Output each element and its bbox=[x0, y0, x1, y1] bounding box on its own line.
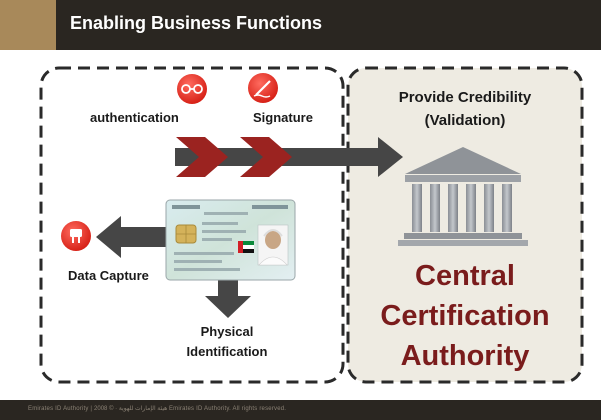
data-capture-arrow bbox=[96, 216, 168, 258]
authority-panel bbox=[346, 66, 584, 384]
credibility-heading: Provide Credibility (Validation) bbox=[358, 86, 572, 132]
physical-line: Physical bbox=[200, 324, 254, 339]
authority-line-authority: Authority bbox=[400, 340, 530, 372]
provide-credibility-line: Provide Credibility bbox=[398, 89, 532, 106]
plug-badge-icon bbox=[61, 221, 91, 251]
chevron-authentication bbox=[176, 137, 228, 177]
data-capture-label: Data Capture bbox=[68, 268, 149, 283]
slide-title: Enabling Business Functions bbox=[70, 13, 323, 33]
identification-line: Identification bbox=[186, 344, 268, 359]
link-badge-icon bbox=[177, 74, 207, 104]
header-accent bbox=[0, 0, 56, 50]
physical-identification-label: Physical Identification bbox=[168, 322, 286, 362]
signature-label: Signature bbox=[253, 110, 313, 125]
validation-line: (Validation) bbox=[424, 112, 506, 129]
authority-line-certification: Certification bbox=[380, 300, 550, 332]
central-certification-authority: Central Certification Authority bbox=[355, 256, 575, 376]
slide-header: Enabling Business Functions bbox=[0, 0, 601, 50]
footer-text: Emirates ID Authority | هيئة الإمارات لل… bbox=[28, 406, 287, 412]
id-card-image bbox=[165, 199, 296, 281]
authority-line-central: Central bbox=[415, 260, 515, 292]
flag-icon bbox=[238, 241, 254, 253]
chevron-signature bbox=[240, 137, 292, 177]
pen-badge-icon bbox=[248, 73, 278, 103]
business-functions-panel bbox=[39, 66, 345, 384]
authentication-label: authentication bbox=[90, 110, 179, 125]
bank-building-icon bbox=[398, 147, 528, 246]
slide-footer: Emirates ID Authority | هيئة الإمارات لل… bbox=[0, 400, 601, 420]
